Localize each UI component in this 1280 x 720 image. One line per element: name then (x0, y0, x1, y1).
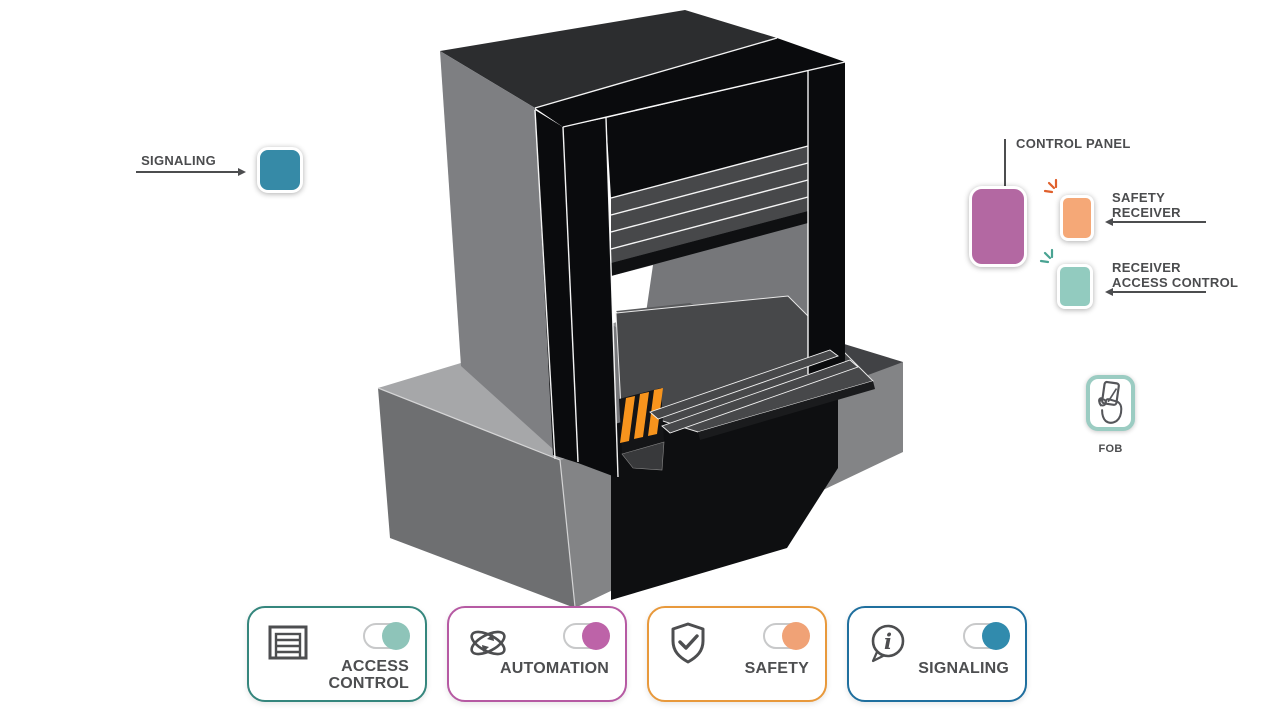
control-panel-label: CONTROL PANEL (1016, 136, 1131, 151)
hazard-stripe (620, 396, 635, 443)
toggle-knob (782, 622, 810, 650)
fob-button[interactable] (1086, 375, 1135, 431)
leveler-lip-slats (649, 349, 859, 434)
toggle-knob (582, 622, 610, 650)
card-access-control-label: ACCESS CONTROL (328, 658, 409, 692)
safety-receiver-sparkle-icon (1043, 178, 1058, 194)
safety-receiver-label: SAFETY RECEIVER (1112, 190, 1181, 220)
garage-door-icon (268, 625, 308, 660)
safety-receiver-arrow (1105, 218, 1206, 225)
receiver-access-control-swatch[interactable] (1057, 264, 1093, 309)
safety-receiver-swatch[interactable] (1060, 195, 1094, 241)
toggle-knob (982, 622, 1010, 650)
toggle-knob (382, 622, 410, 650)
dock-bumper (619, 388, 665, 471)
receiver-access-control-arrow (1105, 288, 1206, 295)
card-safety-label: SAFETY (744, 660, 809, 677)
dock-base-front-left (378, 388, 575, 608)
card-access-control[interactable]: ACCESS CONTROL (247, 606, 427, 702)
building-roof (440, 10, 777, 108)
info-bubble-icon: i (871, 624, 905, 663)
signaling-arrow (136, 168, 246, 175)
dock-leveler-edge (698, 381, 875, 440)
bumper-flap (621, 441, 665, 471)
card-automation-label: AUTOMATION (500, 660, 609, 677)
card-automation[interactable]: AUTOMATION (447, 606, 627, 702)
signaling-swatch[interactable] (257, 147, 303, 193)
svg-text:i: i (884, 629, 892, 654)
card-signaling[interactable]: i SIGNALING (847, 606, 1027, 702)
dock-shelter-frame (535, 38, 845, 478)
signaling-toggle[interactable] (963, 622, 1010, 650)
control-panel-swatch[interactable] (969, 186, 1027, 267)
frame-seams (534, 37, 846, 478)
card-safety[interactable]: SAFETY (647, 606, 827, 702)
fob-label: FOB (1098, 443, 1123, 455)
sectional-door-bottom (611, 211, 808, 276)
hazard-stripe (634, 392, 649, 439)
shield-check-icon (671, 622, 705, 664)
receiver-access-control-label: RECEIVER ACCESS CONTROL (1112, 260, 1239, 290)
sectional-door-panels (611, 146, 808, 263)
access-control-toggle[interactable] (363, 622, 410, 650)
safety-toggle[interactable] (763, 622, 810, 650)
automation-toggle[interactable] (563, 622, 610, 650)
card-signaling-label: SIGNALING (918, 660, 1009, 677)
signaling-label: SIGNALING (141, 153, 216, 168)
hand-holding-fob-icon (1098, 380, 1123, 424)
building-wall (440, 51, 554, 450)
orbit-arrows-icon (470, 630, 506, 656)
receiver-access-sparkle-icon (1039, 248, 1054, 264)
base-edges (377, 387, 576, 608)
